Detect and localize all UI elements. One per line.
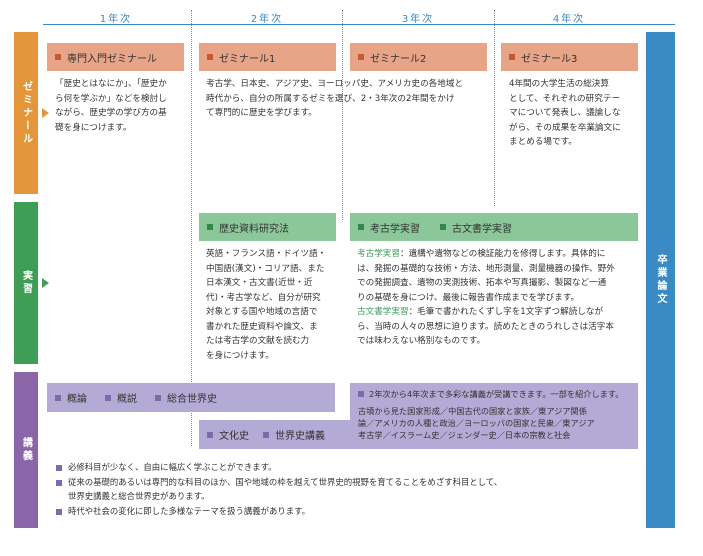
square-icon [358, 391, 364, 397]
seminar-y4-title: ゼミナール3 [521, 53, 578, 65]
lecture-basic-1: 概論 [67, 394, 87, 405]
square-icon [263, 431, 269, 438]
year-axis-line [43, 24, 675, 25]
square-icon [207, 54, 213, 60]
square-icon [358, 54, 364, 60]
lecture-note-title: 2年次から4年次まで多彩な講義が受講できます。一部を紹介します。 [369, 389, 624, 399]
square-icon [207, 224, 213, 230]
seminar-y1-text: 「歴史とはなにか」、「歴史か ら何を学ぶか」などを検討し ながら、歴史学の学び方… [55, 79, 167, 133]
practice-arrow-icon [42, 278, 49, 288]
lecture-bullet-2: 従来の基礎的あるいは専門的な科目のほか、国や地域の枠を越えて世界史的視野を育てる… [56, 476, 641, 489]
square-icon [56, 479, 62, 486]
square-icon [56, 464, 62, 471]
practice-history-text: 英語・フランス語・ドイツ語・ 中国語(漢文)・コリア語、また 日本漢文・古文書(… [206, 249, 327, 361]
row-label-practice: 実習 [14, 202, 38, 364]
seminar-y4-text: 4年間の大学生活の総決算 として、それぞれの研究テー マについて発表し、議論しな… [509, 79, 621, 147]
lecture-bullet-2-cont: 世界史講義と総合世界史があります。 [68, 491, 210, 501]
square-icon [207, 431, 213, 438]
year-divider-3 [494, 10, 495, 206]
seminar-y2-title: ゼミナール1 [219, 53, 276, 65]
practice-doc-title: 古文書学実習 [452, 223, 512, 235]
year-3-label: 3年次 [401, 14, 435, 25]
year-1-label: 1年次 [99, 14, 133, 25]
seminar-y2-text: 考古学、日本史、アジア史、ヨーロッパ史、アメリカ史の各地域と 時代から、自分の所… [206, 79, 464, 118]
square-icon [358, 224, 364, 230]
graduation-thesis-column: 卒業論文 [646, 32, 675, 528]
seminar-y3-header: ゼミナール2 [350, 43, 487, 71]
lecture-mid-bar: 文化史 世界史講義 [199, 420, 350, 449]
row-label-seminar: ゼミナール [14, 32, 38, 194]
square-icon [440, 224, 446, 230]
lecture-basic-2: 概説 [117, 394, 137, 405]
year-4-label: 4年次 [552, 14, 586, 25]
square-icon [155, 394, 161, 401]
square-icon [105, 394, 111, 401]
square-icon [56, 508, 62, 515]
square-icon [55, 394, 61, 401]
lecture-bullet-1: 必修科目が少なく、自由に幅広く学ぶことができます。 [56, 461, 636, 474]
seminar-y1-title: 専門入門ゼミナール [67, 53, 157, 65]
seminar-y4-header: ゼミナール3 [501, 43, 638, 71]
seminar-y1-header: 専門入門ゼミナール [47, 43, 184, 71]
year-2-label: 2年次 [250, 14, 284, 25]
lecture-mid-2: 世界史講義 [275, 431, 325, 442]
seminar-y2-header: ゼミナール1 [199, 43, 336, 71]
lecture-basic-3: 総合世界史 [167, 394, 217, 405]
seminar-y3-title: ゼミナール2 [370, 53, 427, 65]
practice-history-header: 歴史資料研究法 [199, 213, 336, 241]
practice-arch-doc-header: 考古学実習 古文書学実習 [350, 213, 638, 241]
lecture-mid-1: 文化史 [219, 431, 249, 442]
year-divider-1 [191, 10, 192, 446]
practice-history-title: 歴史資料研究法 [219, 223, 289, 235]
square-icon [55, 54, 61, 60]
practice-arch-title: 考古学実習 [370, 223, 420, 235]
row-label-lecture: 講義 [14, 372, 38, 528]
lecture-note-box: 2年次から4年次まで多彩な講義が受講できます。一部を紹介します。 古墳から見た国… [350, 383, 638, 449]
year-divider-2 [342, 10, 343, 220]
seminar-arrow-icon [42, 108, 49, 118]
practice-arch-doc-text: 考古学実習：遺構や遺物などの検証能力を修得します。具体的に は、発掘の基礎的な技… [357, 249, 615, 346]
lecture-bullet-3: 時代や社会の変化に即した多様なテーマを扱う講義があります。 [56, 505, 636, 518]
square-icon [509, 54, 515, 60]
lecture-basic-bar: 概論 概説 総合世界史 [47, 383, 335, 412]
